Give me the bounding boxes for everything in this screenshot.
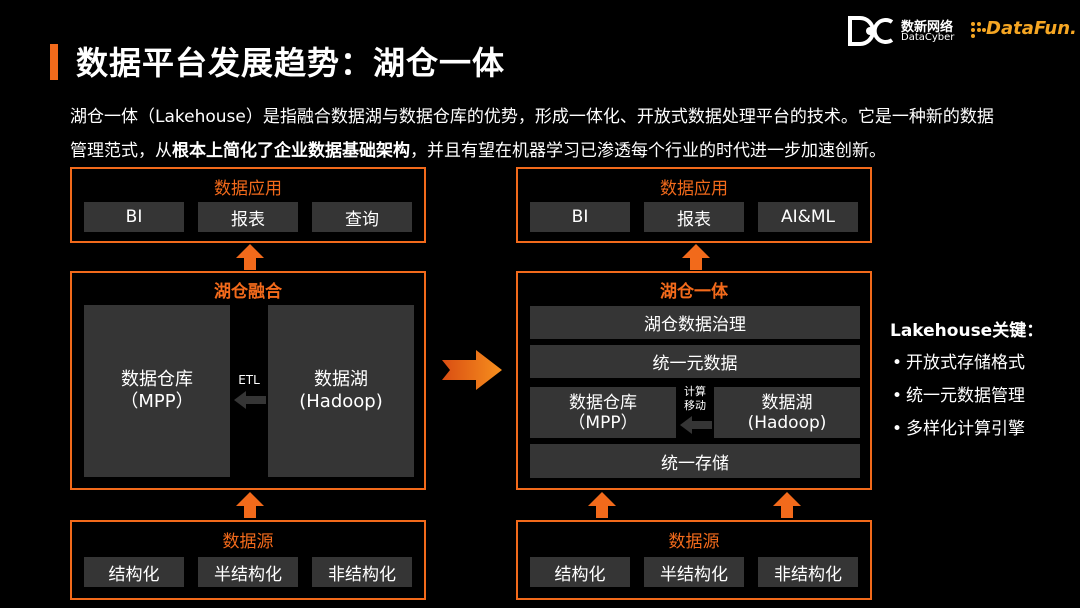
left-source-box: 数据源 结构化 半结构化 非结构化 <box>70 520 426 600</box>
etl-label: ETL <box>238 373 260 387</box>
datacyber-logo-mark <box>848 16 894 46</box>
right-app-title: 数据应用 <box>660 179 728 199</box>
left-lake-line1: 数据湖 <box>314 369 368 390</box>
right-source-box: 数据源 结构化 半结构化 非结构化 <box>516 520 872 600</box>
datacyber-logo: 数新网络 DataCyber <box>848 14 960 46</box>
right-lake-line1: 数据湖 <box>761 392 813 413</box>
right-app-item: AI&ML <box>758 202 858 232</box>
left-arrow-icon <box>234 391 266 409</box>
left-source-title: 数据源 <box>222 532 274 552</box>
lakehouse-key-label: 开放式存储格式 <box>906 353 1025 373</box>
datafun-logo-mark <box>971 22 986 38</box>
right-unified-box: 湖仓一体 湖仓数据治理 统一元数据 数据仓库 （MPP） 计算 移动 数据湖 (… <box>516 271 872 490</box>
left-warehouse-line2: （MPP） <box>120 391 194 412</box>
page-title: 数据平台发展趋势：湖仓一体 <box>76 44 506 82</box>
storage-cell: 统一存储 <box>530 444 860 478</box>
left-lake-line2: (Hadoop) <box>299 391 383 412</box>
left-source-item: 半结构化 <box>198 557 298 587</box>
datafun-logo: DataFun. <box>970 18 1077 44</box>
metadata-cell: 统一元数据 <box>530 345 860 378</box>
right-warehouse-line1: 数据仓库 <box>569 392 637 413</box>
right-app-item: BI <box>530 202 630 232</box>
right-source-item: 半结构化 <box>644 557 744 587</box>
up-arrow-icon <box>682 244 710 270</box>
lakehouse-key-item: •统一元数据管理 <box>892 381 1025 406</box>
up-arrow-icon <box>773 492 801 518</box>
left-warehouse-line1: 数据仓库 <box>121 369 193 390</box>
left-lake-cell: 数据湖 (Hadoop) <box>268 305 414 477</box>
left-warehouse-cell: 数据仓库 （MPP） <box>84 305 230 477</box>
datacyber-logo-en: DataCyber <box>901 32 955 43</box>
transition-arrow-icon <box>442 350 502 390</box>
left-app-item: BI <box>84 202 184 232</box>
description-part1: 湖仓一体（Lakehouse）是指融合数据湖与数据仓库的优势，形成一体化、开放式… <box>70 107 994 161</box>
left-fusion-title: 湖仓融合 <box>214 282 282 302</box>
left-app-box: 数据应用 BI 报表 查询 <box>70 167 426 243</box>
description-bold: 根本上简化了企业数据基础架构 <box>172 141 410 161</box>
lakehouse-key-label: 统一元数据管理 <box>906 386 1025 406</box>
up-arrow-icon <box>236 244 264 270</box>
left-fusion-box: 湖仓融合 数据仓库 （MPP） ETL 数据湖 (Hadoop) <box>70 271 426 490</box>
description-part2: ，并且有望在机器学习已渗透每个行业的时代进一步加速创新。 <box>410 141 886 161</box>
right-source-item: 非结构化 <box>758 557 858 587</box>
right-warehouse-cell: 数据仓库 （MPP） <box>530 387 676 438</box>
description-text: 湖仓一体（Lakehouse）是指融合数据湖与数据仓库的优势，形成一体化、开放式… <box>70 100 1010 168</box>
left-source-item: 结构化 <box>84 557 184 587</box>
title-accent-bar <box>50 44 58 80</box>
up-arrow-icon <box>588 492 616 518</box>
left-arrow-icon <box>680 416 712 434</box>
right-source-item: 结构化 <box>530 557 630 587</box>
lakehouse-key-label: 多样化计算引擎 <box>906 419 1025 439</box>
left-app-item: 报表 <box>198 202 298 232</box>
datafun-logo-text: DataFun. <box>986 18 1077 39</box>
bullet-icon: • <box>892 419 903 439</box>
bullet-icon: • <box>892 386 903 406</box>
lakehouse-keys-title: Lakehouse关键： <box>890 321 1044 341</box>
right-lake-cell: 数据湖 (Hadoop) <box>714 387 860 438</box>
left-source-item: 非结构化 <box>312 557 412 587</box>
lakehouse-key-item: •多样化计算引擎 <box>892 414 1025 439</box>
compute-move-line2: 移动 <box>684 399 706 412</box>
governance-cell: 湖仓数据治理 <box>530 306 860 339</box>
datacyber-logo-cn: 数新网络 <box>901 20 954 35</box>
right-app-box: 数据应用 BI 报表 AI&ML <box>516 167 872 243</box>
compute-move-label: 计算 移动 <box>676 385 714 413</box>
right-warehouse-line2: （MPP） <box>568 412 638 433</box>
right-source-title: 数据源 <box>668 532 720 552</box>
left-app-title: 数据应用 <box>214 179 282 199</box>
lakehouse-key-item: •开放式存储格式 <box>892 348 1025 373</box>
right-lake-line2: (Hadoop) <box>747 412 827 433</box>
bullet-icon: • <box>892 353 903 373</box>
left-app-item: 查询 <box>312 202 412 232</box>
up-arrow-icon <box>236 492 264 518</box>
right-app-item: 报表 <box>644 202 744 232</box>
right-unified-title: 湖仓一体 <box>660 282 728 302</box>
compute-move-line1: 计算 <box>684 385 706 398</box>
